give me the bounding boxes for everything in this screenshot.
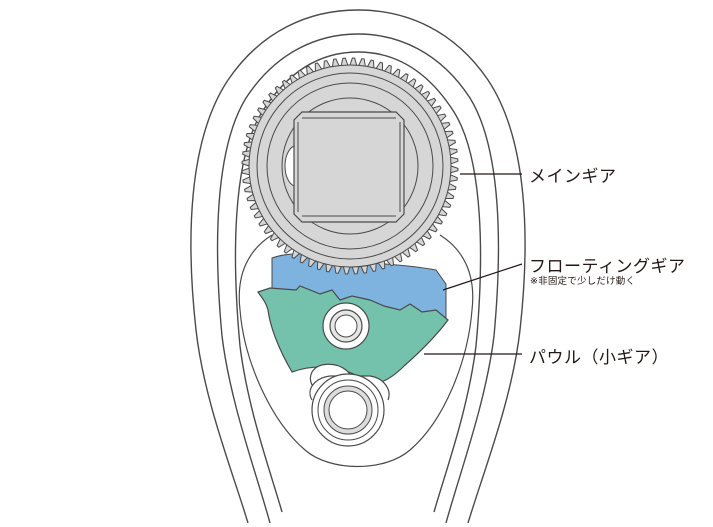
square-drive xyxy=(293,111,405,223)
main-gear-label: メインギア xyxy=(529,167,617,187)
leader-floating-gear xyxy=(442,263,523,291)
leader-lines xyxy=(424,173,523,355)
main-gear xyxy=(241,57,459,275)
floating-gear-label: フローティングギア xyxy=(529,257,686,277)
ratchet-body-outline xyxy=(190,9,526,524)
pawl-label: パウル（小ギア） xyxy=(529,348,669,368)
floating-gear-note: ※非固定で少しだけ動く xyxy=(530,276,636,287)
pawl-pivot xyxy=(322,302,370,350)
reverse-lever-knob xyxy=(309,373,390,447)
